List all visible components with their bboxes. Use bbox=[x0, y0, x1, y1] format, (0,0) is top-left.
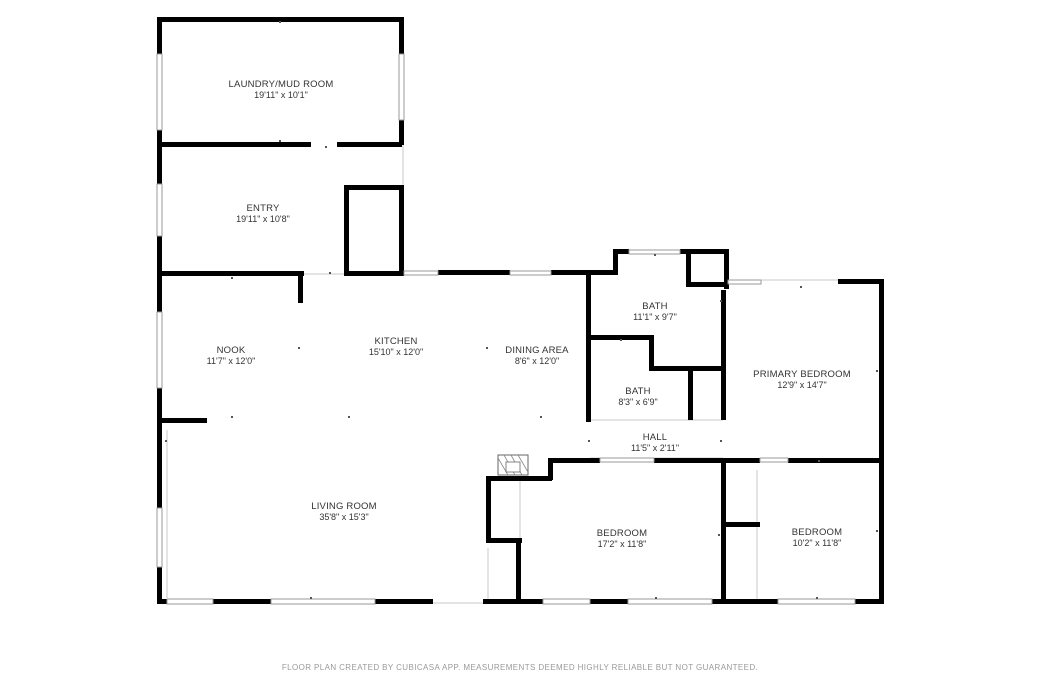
room-bath-lower: BATH 8'3" x 6'9" bbox=[618, 386, 657, 407]
room-dimensions: 8'3" x 6'9" bbox=[618, 397, 657, 407]
room-name: KITCHEN bbox=[374, 336, 417, 347]
room-name: LAUNDRY/MUD ROOM bbox=[229, 79, 334, 90]
disclaimer-footer: FLOOR PLAN CREATED BY CUBICASA APP. MEAS… bbox=[281, 663, 759, 672]
room-dimensions: 19'11" x 10'8" bbox=[236, 214, 290, 224]
room-dimensions: 17'2" x 11'8" bbox=[598, 539, 647, 549]
room-kitchen: KITCHEN 15'10" x 12'0" bbox=[369, 336, 423, 357]
room-dimensions: 12'9" x 14'7" bbox=[777, 380, 826, 390]
walls bbox=[157, 17, 884, 604]
room-dimensions: 8'6" x 12'0" bbox=[515, 356, 559, 366]
room-dining: DINING AREA 8'6" x 12'0" bbox=[505, 345, 569, 366]
fireplace-icon bbox=[497, 454, 529, 476]
room-name: BEDROOM bbox=[597, 528, 648, 539]
room-dimensions: 19'11" x 10'1" bbox=[254, 90, 308, 100]
room-name: BEDROOM bbox=[792, 527, 843, 538]
room-name: BATH bbox=[625, 386, 650, 397]
room-name: ENTRY bbox=[246, 203, 279, 214]
room-name: HALL bbox=[643, 432, 668, 443]
room-dimensions: 11'7" x 12'0" bbox=[207, 356, 256, 366]
room-name: NOOK bbox=[217, 345, 246, 356]
room-name: LIVING ROOM bbox=[311, 501, 377, 512]
room-primary-bedroom: PRIMARY BEDROOM 12'9" x 14'7" bbox=[753, 369, 851, 390]
room-laundry: LAUNDRY/MUD ROOM 19'11" x 10'1" bbox=[229, 79, 334, 100]
room-dimensions: 35'8" x 15'3" bbox=[319, 512, 368, 522]
room-entry: ENTRY 19'11" x 10'8" bbox=[236, 203, 290, 224]
windows bbox=[156, 53, 856, 605]
room-dimensions: 11'1" x 9'7" bbox=[633, 312, 677, 322]
room-name: PRIMARY BEDROOM bbox=[753, 369, 851, 380]
room-hall: HALL 11'5" x 2'11" bbox=[631, 432, 679, 453]
room-bedroom-center: BEDROOM 17'2" x 11'8" bbox=[597, 528, 648, 549]
room-bath-upper: BATH 11'1" x 9'7" bbox=[633, 301, 677, 322]
room-dimensions: 10'2" x 11'8" bbox=[793, 538, 842, 548]
room-dimensions: 15'10" x 12'0" bbox=[369, 347, 423, 357]
room-bedroom-right: BEDROOM 10'2" x 11'8" bbox=[792, 527, 843, 548]
room-nook: NOOK 11'7" x 12'0" bbox=[207, 345, 256, 366]
room-name: BATH bbox=[642, 301, 667, 312]
room-dimensions: 11'5" x 2'11" bbox=[631, 443, 679, 453]
room-living: LIVING ROOM 35'8" x 15'3" bbox=[311, 501, 377, 522]
room-name: DINING AREA bbox=[505, 345, 569, 356]
dimension-markers bbox=[165, 21, 878, 599]
